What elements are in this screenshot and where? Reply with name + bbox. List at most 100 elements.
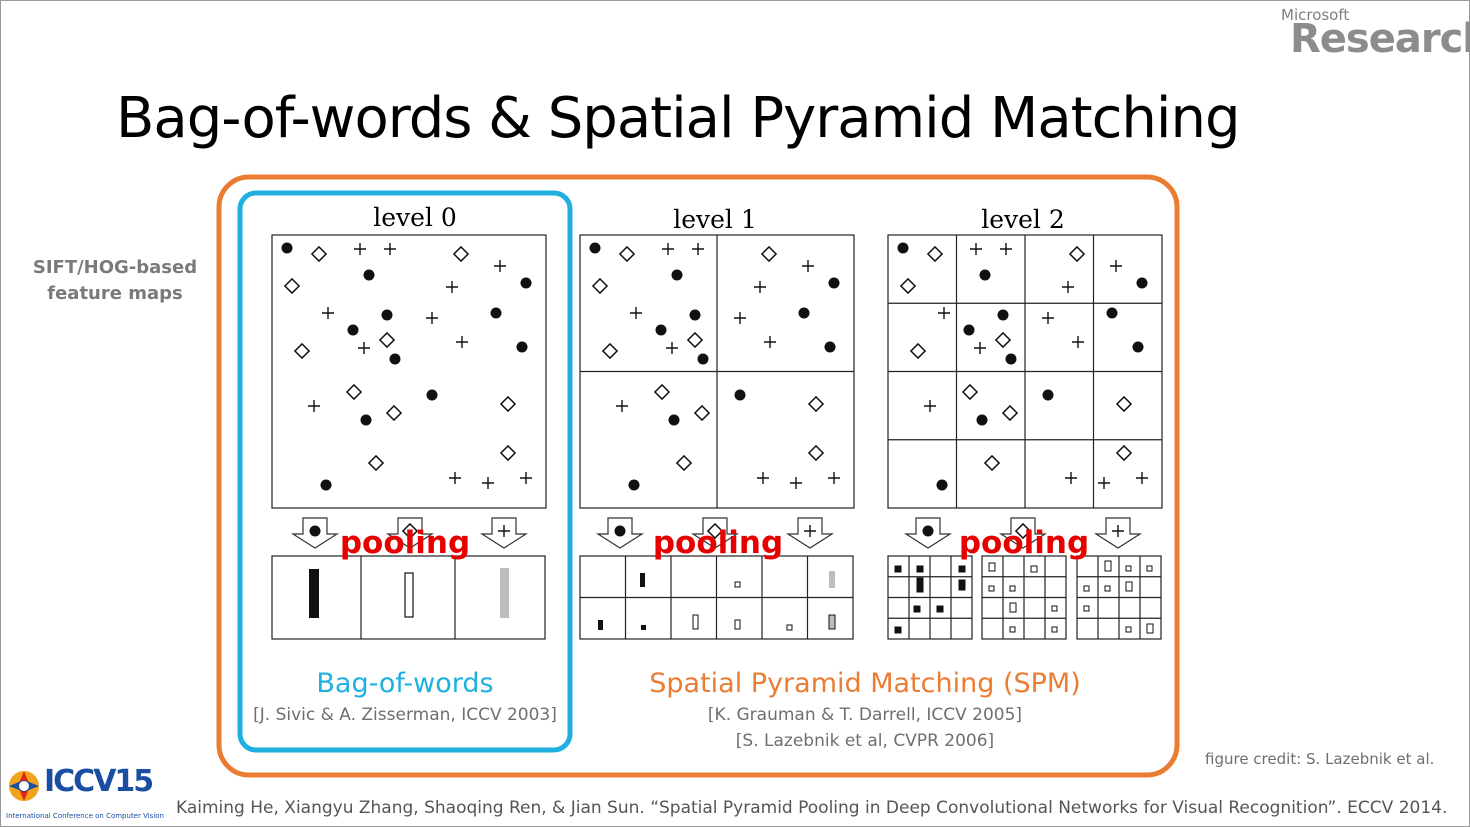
feature-cross <box>494 260 506 272</box>
histogram-bar <box>828 614 836 630</box>
feature-diamond <box>926 245 944 263</box>
feature-diamond <box>807 444 825 462</box>
feature-diamond <box>378 331 396 349</box>
histogram-bin-mark <box>1030 565 1038 573</box>
feature-cross <box>456 336 468 348</box>
histogram-bin-mark <box>916 577 924 593</box>
histogram-bin-mark <box>958 565 966 573</box>
feature-diamond <box>994 331 1012 349</box>
feature-dot <box>490 307 502 319</box>
feature-diamond <box>706 522 724 540</box>
feature-diamond <box>1014 522 1032 540</box>
feature-diamond <box>807 395 825 413</box>
feature-cross <box>1042 312 1054 324</box>
feature-diamond <box>686 331 704 349</box>
histogram-bin-mark <box>1125 581 1133 592</box>
feature-cross <box>1065 472 1077 484</box>
feature-cross <box>754 281 766 293</box>
feature-cross <box>924 400 936 412</box>
histogram-bin-mark <box>916 565 924 573</box>
feature-diamond <box>760 245 778 263</box>
histogram-bar-diamond <box>404 572 414 618</box>
feature-cross <box>630 307 642 319</box>
feature-dot <box>689 309 701 321</box>
pooling-arrows <box>290 517 1143 549</box>
feature-cross <box>1112 525 1124 537</box>
histogram-bin-mark <box>1146 565 1153 572</box>
feature-diamond <box>601 342 619 360</box>
pooling-label-level-0: pooling <box>340 525 470 561</box>
feature-diamond <box>293 342 311 360</box>
feature-dot <box>516 341 528 353</box>
feature-cross <box>828 472 840 484</box>
histogram-bin-mark <box>1051 605 1058 612</box>
pooling-label-level-1: pooling <box>653 525 783 561</box>
feature-dot <box>897 242 909 254</box>
feature-cross <box>692 243 704 255</box>
feature-cross <box>938 307 950 319</box>
histogram-bin-mark <box>958 579 966 591</box>
feature-cross <box>790 477 802 489</box>
histogram-bar <box>692 614 699 630</box>
feature-diamond <box>1115 395 1133 413</box>
map-frame <box>271 234 547 509</box>
feature-cross <box>764 336 776 348</box>
feature-cross <box>1098 477 1110 489</box>
level-0-feature-map <box>271 234 547 509</box>
feature-dot <box>922 525 934 537</box>
feature-dot <box>963 324 975 336</box>
histogram-bin-mark <box>1104 585 1111 592</box>
feature-diamond <box>1068 245 1086 263</box>
histogram-bin-mark <box>894 565 902 573</box>
feature-dot <box>979 269 991 281</box>
level-2-histogram <box>887 555 1162 640</box>
level-2-feature-map <box>887 234 1163 509</box>
feature-dot <box>824 341 836 353</box>
feature-dot <box>1106 307 1118 319</box>
feature-dot <box>360 414 372 426</box>
histogram-bar <box>829 571 835 588</box>
footer-citation: Kaiming He, Xiangyu Zhang, Shaoqing Ren,… <box>176 798 1448 818</box>
histogram-bin-mark <box>1125 565 1132 572</box>
feature-cross <box>616 400 628 412</box>
feature-dot <box>363 269 375 281</box>
feature-cross <box>358 342 370 354</box>
level-0-label: level 0 <box>373 203 457 232</box>
feature-cross <box>308 400 320 412</box>
histogram-bin-mark <box>1009 626 1016 633</box>
feature-cross <box>446 281 458 293</box>
feature-diamond <box>367 454 385 472</box>
bow-citation: [J. Sivic & A. Zisserman, ICCV 2003] <box>253 705 557 725</box>
spm-citation-1: [K. Grauman & T. Darrell, ICCV 2005] <box>707 705 1023 725</box>
feature-dot <box>320 479 332 491</box>
histogram-bin-mark <box>1083 585 1090 592</box>
feature-diamond <box>618 245 636 263</box>
histogram-bin-mark <box>1125 626 1132 633</box>
feature-dot <box>976 414 988 426</box>
bow-outline-box <box>237 190 573 753</box>
level-2-label: level 2 <box>981 205 1065 234</box>
feature-cross <box>970 243 982 255</box>
feature-diamond <box>899 277 917 295</box>
feature-dot <box>1042 389 1054 401</box>
histogram-bar <box>598 620 603 630</box>
histogram-bar <box>734 581 741 588</box>
feature-dot <box>668 414 680 426</box>
spm-outline-box <box>216 174 1180 778</box>
feature-dot <box>628 479 640 491</box>
feature-cross <box>666 342 678 354</box>
feature-cross <box>1000 243 1012 255</box>
feature-diamond <box>693 404 711 422</box>
feature-dot <box>798 307 810 319</box>
level-1-label: level 1 <box>673 205 757 234</box>
feature-dot <box>734 389 746 401</box>
feature-cross <box>804 525 816 537</box>
feature-cross <box>1110 260 1122 272</box>
slide-title: Bag-of-words & Spatial Pyramid Matching <box>116 86 1241 151</box>
figure-credit: figure credit: S. Lazebnik et al. <box>1205 750 1435 768</box>
feature-diamond <box>1115 444 1133 462</box>
feature-cross <box>734 312 746 324</box>
feature-dot <box>828 277 840 289</box>
level-1-histogram <box>579 555 854 640</box>
